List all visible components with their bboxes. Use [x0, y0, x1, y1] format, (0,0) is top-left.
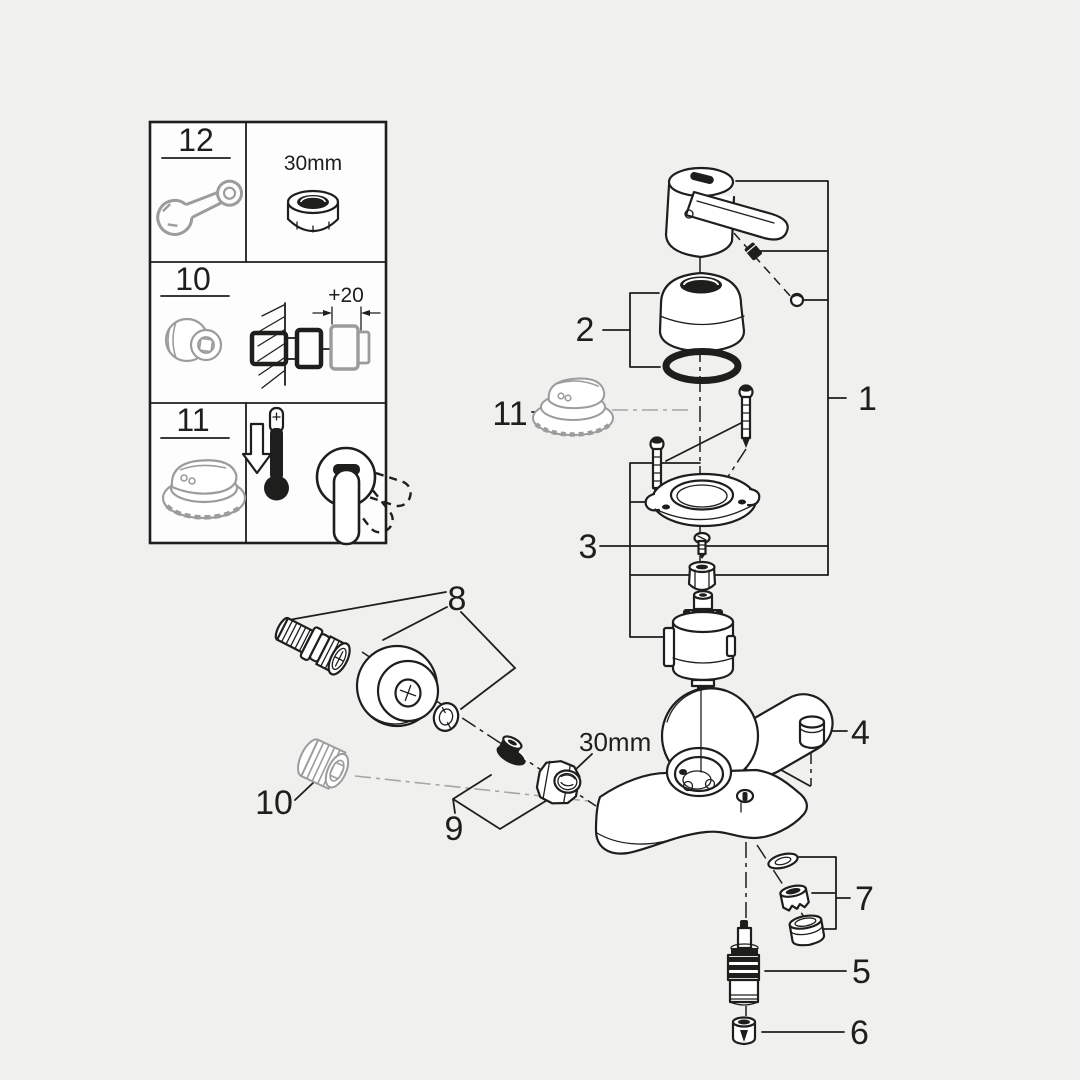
lever-handle-icon: [315, 446, 412, 546]
diverter-cartridge: [726, 920, 761, 1006]
screw-right: [738, 384, 754, 448]
wrench-size-label: 30mm: [284, 152, 342, 175]
info-box: 12 30mm 10: [148, 120, 412, 546]
aerator-set: [767, 852, 826, 947]
callout-7: 7: [855, 880, 874, 918]
thermometer-icon: [241, 406, 289, 501]
panel-12-number: 12: [178, 122, 214, 158]
callout-2: 2: [576, 311, 595, 349]
panel-s-union: 10: [160, 261, 381, 389]
filter-seal: [496, 735, 527, 766]
aerator-shell: [788, 914, 826, 947]
callout-8: 8: [448, 580, 467, 618]
temperature-limiter-cap: [532, 377, 614, 437]
escutcheon-set: [274, 616, 460, 732]
union-nut-icon: [286, 189, 340, 233]
cartridge: [662, 590, 737, 691]
stop-plug: [798, 715, 826, 750]
escutcheon-washer: [432, 702, 460, 732]
callout-labels: 1 2 3 4 5 6 7 8 9 10 11 30mm: [255, 311, 877, 1052]
wall-depth-diagram-icon: +20: [249, 284, 381, 389]
callout-3: 3: [579, 528, 598, 566]
aerator-insert: [779, 884, 810, 912]
check-valve: [731, 1016, 757, 1046]
callout-10: 10: [255, 784, 293, 822]
panel-wrench-size: 30mm: [284, 152, 342, 233]
union-nut-30mm: [535, 760, 582, 805]
stop-plug-hole: [735, 788, 755, 813]
s-union-icon: [164, 317, 223, 363]
aerator-washer: [767, 852, 799, 870]
callout-9: 9: [445, 810, 464, 848]
panel-11-number: 11: [176, 402, 209, 438]
open-end-wrench-icon: [156, 179, 244, 236]
panel-10-number: 10: [175, 261, 211, 297]
temperature-limiter-icon: [161, 459, 247, 520]
callout-4: 4: [851, 714, 870, 752]
escutcheon: [355, 644, 440, 728]
cap-and-o-ring: [658, 271, 746, 384]
panel-wrench: 12: [156, 122, 244, 236]
s-union-muted: [297, 738, 350, 790]
callout-1: 1: [858, 380, 877, 418]
nut-size-annotation: 30mm: [579, 727, 651, 757]
panel-temperature-limiter: 11: [160, 402, 412, 546]
callout-5: 5: [852, 953, 871, 991]
nut-and-seal: [496, 735, 582, 805]
depth-dimension-label: +20: [328, 284, 364, 307]
callout-6: 6: [850, 1014, 869, 1052]
o-ring: [662, 348, 742, 384]
faucet-body: [594, 686, 834, 855]
mounting-flange: [644, 472, 761, 528]
cartridge-adapter: [687, 560, 717, 592]
union-adapter: [274, 616, 351, 676]
cartridge-screw: [693, 531, 711, 559]
lever-handle: [664, 166, 805, 308]
callout-11: 11: [492, 395, 527, 433]
